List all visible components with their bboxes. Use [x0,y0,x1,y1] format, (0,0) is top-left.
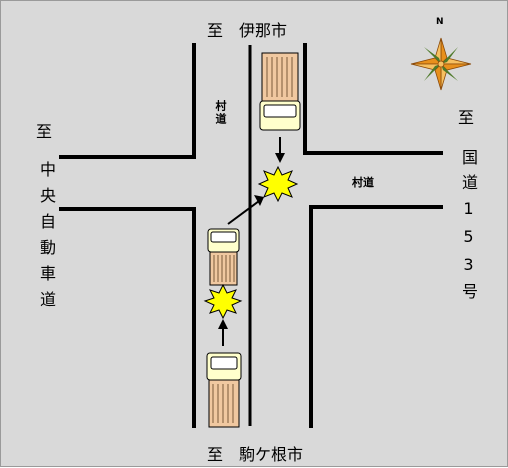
road-edge-top-right [303,43,443,155]
road-edge-bottom-right [309,205,443,428]
road-edge-top-left [59,43,196,159]
collision-burst-icon-1 [257,165,299,203]
right-destination-prefix: 至 [458,108,475,127]
compass-north-label: N [436,17,444,27]
arrow-icon-b [227,195,264,225]
top-destination-label: 至 伊那市 [207,21,288,40]
truck-icon-b [207,228,240,286]
road-edge-bottom-left [59,207,196,428]
collision-burst-icon-2 [203,283,243,320]
right-destination-label: 国道153号 [459,149,478,308]
truck-icon-c [206,352,242,428]
village-road-vertical-label: 村道 [214,100,227,126]
village-road-horizontal-label: 村道 [352,176,374,189]
compass-rose-icon [410,37,472,91]
arrow-icon-a [275,137,285,163]
arrow-icon-c [218,319,228,346]
truck-icon-a [259,52,301,131]
left-destination-label: 中央自動車道 [37,161,56,317]
bottom-destination-label: 至 駒ケ根市 [207,445,304,464]
left-destination-prefix: 至 [36,122,53,141]
